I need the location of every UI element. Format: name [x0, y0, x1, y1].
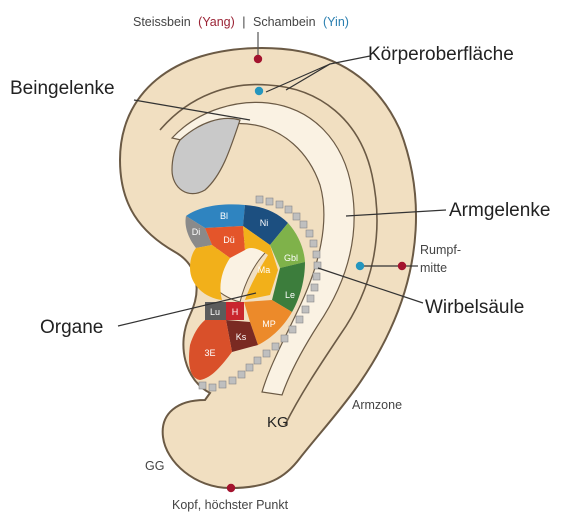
header-yang: (Yang)	[198, 15, 235, 29]
label-koerperoberflaeche: Körperoberfläche	[368, 44, 514, 65]
label-kg: KG	[267, 414, 289, 431]
label-organe: Organe	[40, 317, 103, 338]
label-gg: GG	[145, 459, 164, 473]
organ-label-mp: MP	[262, 319, 276, 329]
header-steissbein: Steissbein	[133, 15, 191, 29]
organ-label-du: Dü	[223, 235, 235, 245]
header-schambein: Schambein	[253, 15, 316, 29]
label-beingelenke: Beingelenke	[10, 78, 115, 99]
label-rumpfmitte-2: mitte	[420, 261, 447, 275]
marker-top-teal	[255, 87, 263, 95]
header-separator: |	[242, 15, 245, 29]
header-yin: (Yin)	[323, 15, 349, 29]
header-text: Steissbein (Yang) | Schambein (Yin)	[133, 15, 349, 29]
organ-label-bl: Bl	[220, 211, 228, 221]
organ-label-h: H	[232, 307, 239, 317]
organ-label-ni: Ni	[260, 218, 269, 228]
marker-bottom-red	[227, 484, 235, 492]
organ-label-gbl: Gbl	[284, 253, 298, 263]
organ-label-ks: Ks	[236, 332, 247, 342]
label-armgelenke: Armgelenke	[449, 200, 550, 221]
organ-label-le: Le	[285, 290, 295, 300]
marker-side-red	[398, 262, 406, 270]
label-kopf: Kopf, höchster Punkt	[172, 498, 289, 512]
label-rumpfmitte-1: Rumpf-	[420, 243, 461, 257]
label-wirbelsaeule: Wirbelsäule	[425, 297, 524, 318]
organ-label-lu: Lu	[210, 307, 220, 317]
organ-label-3e: 3E	[204, 348, 215, 358]
organ-label-ma: Ma	[258, 265, 271, 275]
marker-top-red	[254, 55, 262, 63]
marker-side-teal	[356, 262, 364, 270]
organ-label-di: Di	[192, 227, 201, 237]
label-armzone: Armzone	[352, 398, 402, 412]
